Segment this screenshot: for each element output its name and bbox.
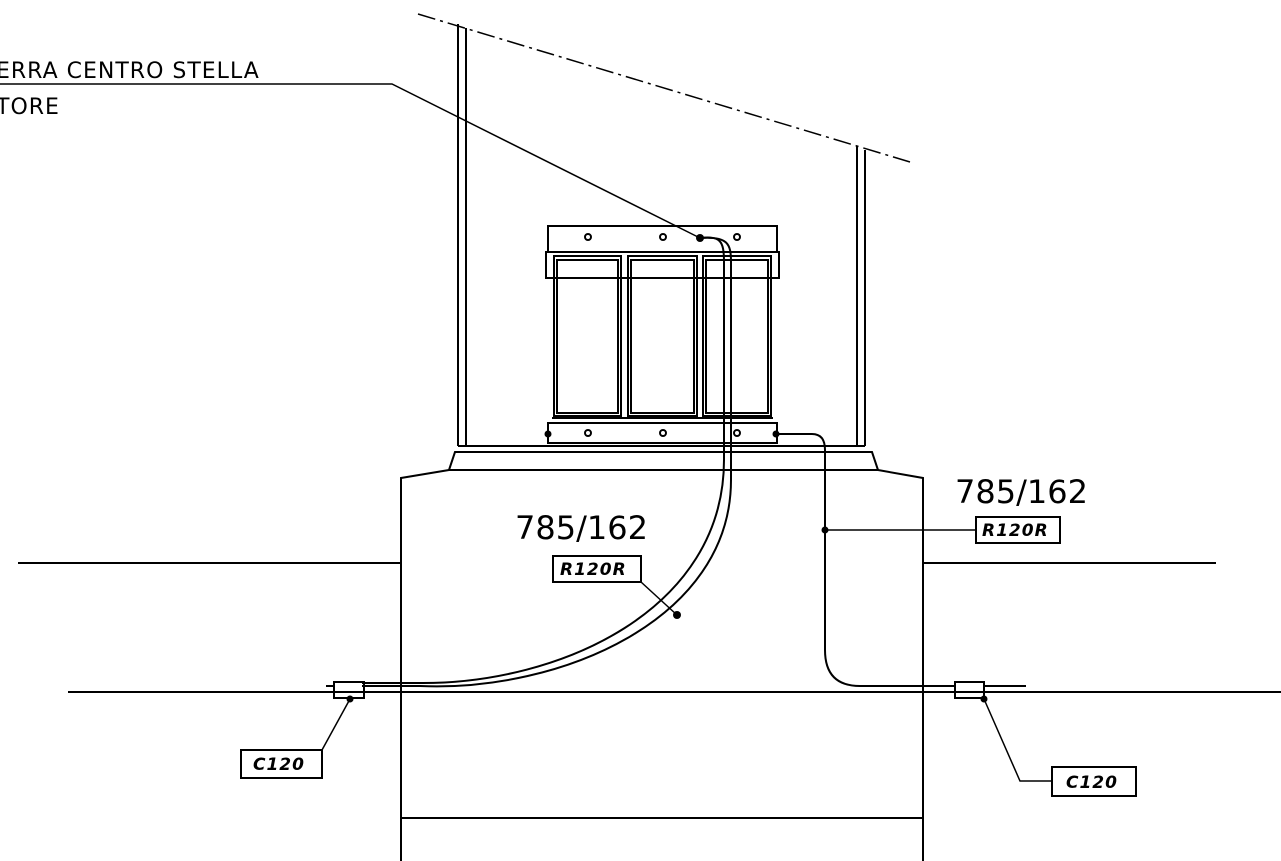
bolt-icon bbox=[733, 429, 741, 437]
connector-left-tag-box bbox=[240, 749, 323, 779]
cable-right bbox=[778, 433, 1026, 687]
transformer bbox=[544, 225, 780, 444]
bolt-icon bbox=[584, 429, 592, 437]
cable-left-spec: 785/162 bbox=[515, 509, 648, 547]
connector-left-leader bbox=[321, 695, 354, 751]
cable-left-tag-leader bbox=[640, 581, 681, 619]
cable-left-tag-box bbox=[552, 555, 642, 583]
bolt-icon bbox=[733, 233, 741, 241]
connector-right-tag: C120 bbox=[1066, 773, 1118, 793]
cable-left-tag: R120R bbox=[560, 560, 627, 580]
leader-title-line1: ERRA CENTRO STELLA bbox=[0, 59, 260, 84]
bolt-icon bbox=[659, 233, 667, 241]
bolt-icon bbox=[584, 233, 592, 241]
foundation-block bbox=[400, 469, 924, 861]
ground-lines bbox=[18, 562, 1281, 693]
connector-left-body bbox=[326, 681, 365, 699]
cable-right-spec: 785/162 bbox=[955, 473, 1088, 511]
connector-right-leader bbox=[980, 695, 1052, 782]
connector-right-body bbox=[954, 681, 985, 699]
bolt-icon bbox=[659, 429, 667, 437]
connector-right-tag-box bbox=[1051, 766, 1137, 797]
enclosure-frame bbox=[457, 24, 866, 447]
leader-title-line2: TORE bbox=[0, 95, 60, 120]
cable-right-tag-box bbox=[975, 516, 1061, 544]
roof-centerline bbox=[417, 13, 911, 163]
title-leader bbox=[0, 83, 704, 242]
connector-left-tag: C120 bbox=[253, 755, 305, 775]
cable-left bbox=[362, 236, 732, 688]
plinth-cap bbox=[448, 451, 879, 471]
cable-right-tag: R120R bbox=[982, 521, 1049, 541]
